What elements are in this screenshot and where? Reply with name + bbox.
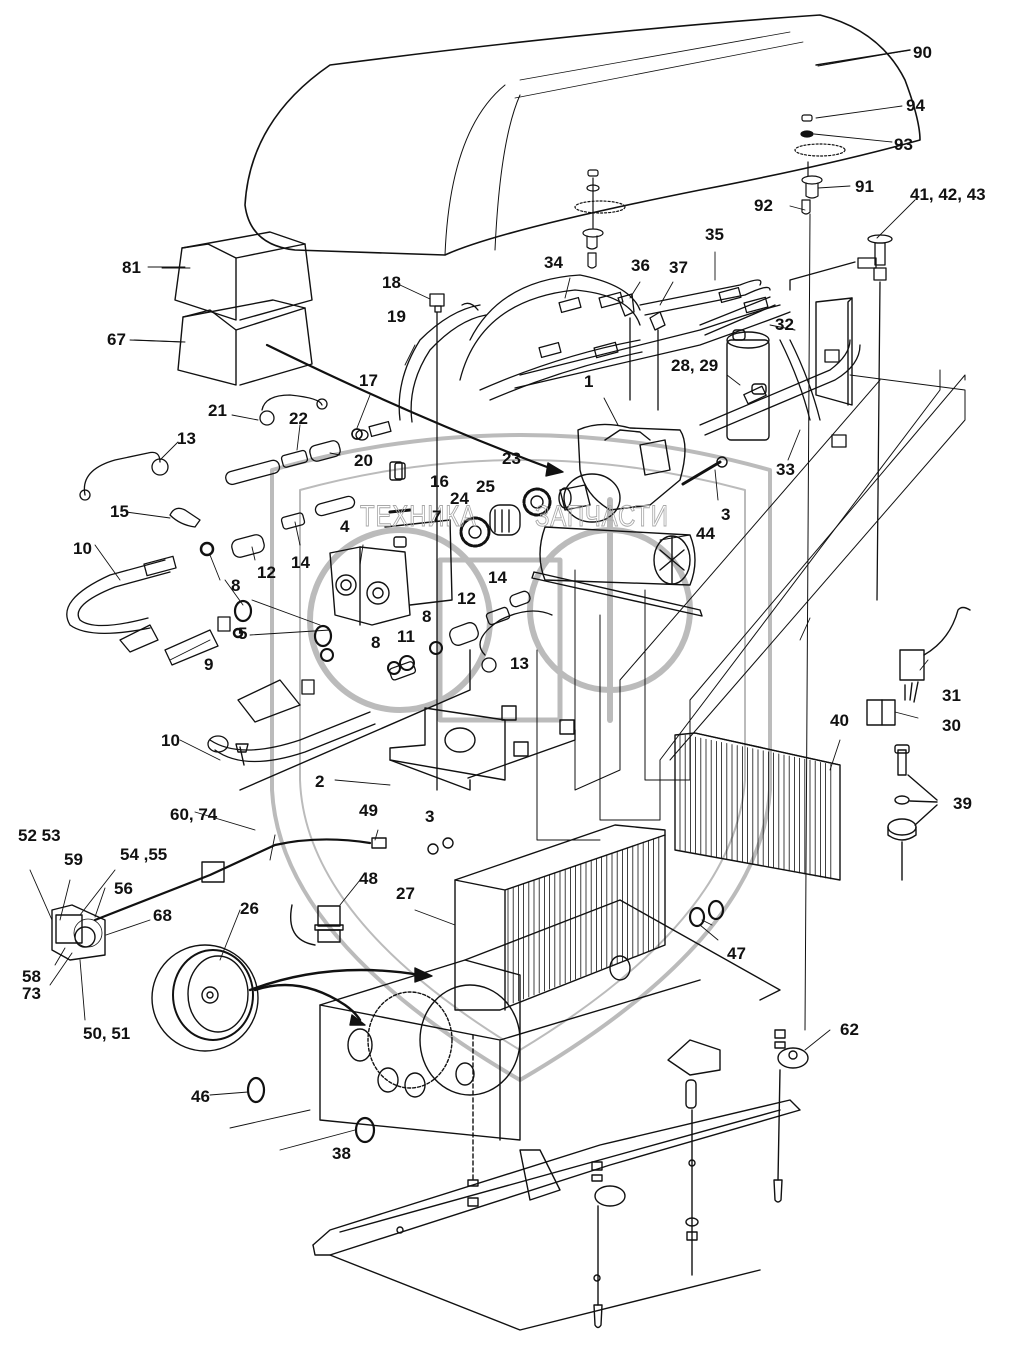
watermark-text-right: ЗАПЧАСТИ [535,500,669,534]
callout-36: 36 [631,256,650,275]
callout-92: 92 [754,196,773,215]
callout-18: 18 [382,273,401,292]
mounting-panel [815,297,853,406]
bolt-washer-39 [887,744,938,881]
callout-33: 33 [776,460,795,479]
callout-25: 25 [476,477,495,496]
callout-34: 34 [544,253,563,272]
callout-11: 11 [397,627,415,646]
cover-fasteners [574,114,846,1031]
callout-31: 31 [942,686,961,705]
wire-harness-60 [93,837,387,922]
callout-30: 30 [942,716,961,735]
callout-2: 2 [315,772,325,791]
callout-48: 48 [359,869,378,888]
callout-21: 21 [208,401,227,420]
callout-14-right: 14 [488,568,507,587]
callout-73: 73 [22,984,41,1003]
drive-gears [459,487,552,548]
callout-5: 5 [238,624,248,643]
callout-94: 94 [906,96,925,115]
callout-81: 81 [122,258,141,277]
callout-8-right-lower: 8 [371,633,381,652]
callout-67: 67 [107,330,126,349]
arrow-head [545,462,564,477]
o-rings [233,599,725,1144]
air-shroud-81 [174,231,313,321]
mounting-bracket-2 [235,649,576,855]
receiver-drier-28 [726,329,770,441]
callout-16: 16 [430,472,449,491]
callout-50-51: 50, 51 [83,1024,131,1043]
callout-19: 19 [387,307,406,326]
roof-cover-90 [244,14,921,256]
callout-28-29: 28, 29 [671,356,719,375]
callout-60-74: 60, 74 [170,805,218,824]
callout-13-lower: 13 [510,654,529,673]
callout-44: 44 [696,524,715,543]
callout-46: 46 [191,1087,210,1106]
callout-40: 40 [830,711,849,730]
callout-13-upper: 13 [177,429,196,448]
callout-54-55: 54 ,55 [120,845,168,864]
callout-12-left: 12 [257,563,276,582]
callout-8-left: 8 [231,576,241,595]
callout-12-right: 12 [457,589,476,608]
callout-8-right-upper: 8 [422,607,432,626]
blower-wheel-26 [151,944,433,1052]
callout-32: 32 [775,315,794,334]
callout-56: 56 [114,879,133,898]
callout-1: 1 [584,372,594,391]
callout-90: 90 [913,43,932,62]
callout-35: 35 [705,225,724,244]
callout-17: 17 [359,371,378,390]
callout-27: 27 [396,884,415,903]
callout-91: 91 [855,177,874,196]
callout-59: 59 [64,850,83,869]
manifold-block-4 [329,462,453,626]
base-rail [312,1099,801,1331]
callout-7: 7 [432,507,442,526]
leader-lines [29,251,929,1151]
callout-4: 4 [340,517,350,536]
connectors-30-31 [866,606,971,726]
callout-39: 39 [953,794,972,813]
callout-3-lower: 3 [425,807,435,826]
callout-68: 68 [153,906,172,925]
callout-49: 49 [359,801,378,820]
vibration-mounts-62 [467,1029,809,1329]
callout-10-upper: 10 [73,539,92,558]
evaporator-40 [674,732,841,881]
relay-48 [290,904,344,946]
callout-10-lower: 10 [161,731,180,750]
callout-24: 24 [450,489,469,508]
callout-9: 9 [204,655,214,674]
callout-3-upper: 3 [721,505,731,524]
watermark-text-left: ТЕХНИКА [360,500,477,534]
callout-38: 38 [332,1144,351,1163]
small-fittings [351,428,412,514]
callout-37: 37 [669,258,688,277]
callout-26: 26 [240,899,259,918]
callout-20: 20 [354,451,373,470]
condenser-27 [454,824,666,1011]
callout-62: 62 [840,1020,859,1039]
unit-housing [319,899,781,1201]
callout-14-left: 14 [291,553,310,572]
assembly-arrow [265,343,557,472]
control-panel-switch [51,904,106,961]
leader-lines-top [129,49,916,343]
callout-23: 23 [502,449,521,468]
callout-15: 15 [110,502,129,521]
left-hoses [66,394,553,763]
air-shroud-67 [177,299,313,386]
callout-52-53: 52 53 [18,826,61,845]
callout-41-42-43: 41, 42, 43 [910,185,986,204]
callout-47: 47 [727,944,746,963]
callout-58: 58 [22,967,41,986]
callout-93: 93 [894,135,913,154]
compressor-1 [558,423,728,523]
callout-22: 22 [289,409,308,428]
